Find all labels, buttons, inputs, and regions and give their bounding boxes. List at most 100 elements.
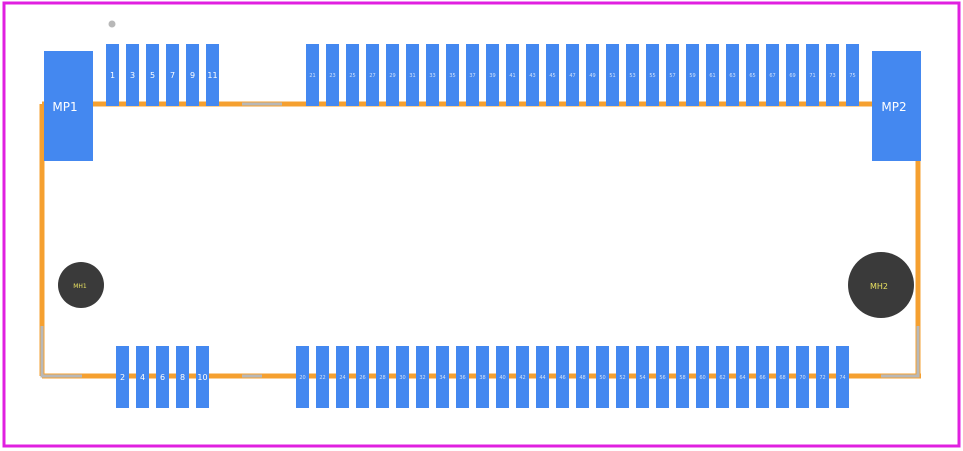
pad-74 xyxy=(836,346,849,408)
pad-label-24: 24 xyxy=(339,375,345,381)
mounting-pad-mp2-label: MP2 xyxy=(881,100,906,114)
pad-46 xyxy=(556,346,569,408)
pad-label-29: 29 xyxy=(389,73,395,79)
pad-label-53: 53 xyxy=(629,73,635,79)
pad-55 xyxy=(646,44,659,106)
pad-label-35: 35 xyxy=(449,73,455,79)
pad-45 xyxy=(546,44,559,106)
pad-label-39: 39 xyxy=(489,73,495,79)
pad-label-26: 26 xyxy=(359,375,365,381)
pad-62 xyxy=(716,346,729,408)
connector-outline xyxy=(39,101,921,379)
pad-label-58: 58 xyxy=(679,375,685,381)
pad-44 xyxy=(536,346,549,408)
pad-6 xyxy=(156,346,169,408)
pad-label-28: 28 xyxy=(379,375,385,381)
pad-24 xyxy=(336,346,349,408)
pad-70 xyxy=(796,346,809,408)
pad-label-9: 9 xyxy=(190,71,195,80)
silk-marks xyxy=(40,102,920,378)
pad-label-11: 11 xyxy=(207,71,217,80)
pin1-marker xyxy=(108,20,116,28)
pad-60 xyxy=(696,346,709,408)
pad-34 xyxy=(436,346,449,408)
pad-label-10: 10 xyxy=(197,373,207,382)
mounting-hole-mh1-label: MH1 xyxy=(73,283,87,290)
pad-label-73: 73 xyxy=(829,73,835,79)
pad-label-55: 55 xyxy=(649,73,655,79)
pad-label-3: 3 xyxy=(130,71,135,80)
top-pin-group-left: 1 3 5 7 9 11 xyxy=(106,44,219,106)
pad-72 xyxy=(816,346,829,408)
pad-3 xyxy=(126,44,139,106)
pad-label-5: 5 xyxy=(150,71,155,80)
pad-5 xyxy=(146,44,159,106)
pad-42 xyxy=(516,346,529,408)
pad-label-27: 27 xyxy=(369,73,375,79)
pad-label-74: 74 xyxy=(839,375,845,381)
pad-69 xyxy=(786,44,799,106)
pad-label-48: 48 xyxy=(579,375,585,381)
pad-63 xyxy=(726,44,739,106)
pad-label-45: 45 xyxy=(549,73,555,79)
pad-label-62: 62 xyxy=(719,375,725,381)
pad-73 xyxy=(826,44,839,106)
pad-label-51: 51 xyxy=(609,73,615,79)
pad-label-43: 43 xyxy=(529,73,535,79)
pad-43 xyxy=(526,44,539,106)
pad-label-68: 68 xyxy=(779,375,785,381)
pad-71 xyxy=(806,44,819,106)
pad-label-56: 56 xyxy=(659,375,665,381)
pad-36 xyxy=(456,346,469,408)
pad-label-4: 4 xyxy=(140,373,145,382)
pad-26 xyxy=(356,346,369,408)
pad-label-69: 69 xyxy=(789,73,795,79)
pad-64 xyxy=(736,346,749,408)
pad-39 xyxy=(486,44,499,106)
pad-label-40: 40 xyxy=(499,375,505,381)
pad-label-8: 8 xyxy=(180,373,185,382)
pad-54 xyxy=(636,346,649,408)
pad-label-7: 7 xyxy=(170,71,175,80)
pad-label-75: 75 xyxy=(849,73,855,79)
pad-32 xyxy=(416,346,429,408)
pad-10 xyxy=(196,346,209,408)
pad-33 xyxy=(426,44,439,106)
pad-label-65: 65 xyxy=(749,73,755,79)
pad-label-57: 57 xyxy=(669,73,675,79)
mounting-pad-mp1 xyxy=(44,51,93,161)
pad-58 xyxy=(676,346,689,408)
pad-label-52: 52 xyxy=(619,375,625,381)
pad-21 xyxy=(306,44,319,106)
pad-label-47: 47 xyxy=(569,73,575,79)
pad-31 xyxy=(406,44,419,106)
pad-66 xyxy=(756,346,769,408)
pad-50 xyxy=(596,346,609,408)
pad-label-66: 66 xyxy=(759,375,765,381)
pad-label-21: 21 xyxy=(309,73,315,79)
pad-label-6: 6 xyxy=(160,373,165,382)
pad-2 xyxy=(116,346,129,408)
pad-53 xyxy=(626,44,639,106)
pad-label-46: 46 xyxy=(559,375,565,381)
pad-label-70: 70 xyxy=(799,375,805,381)
pad-47 xyxy=(566,44,579,106)
pad-37 xyxy=(466,44,479,106)
pad-75 xyxy=(846,44,859,106)
pad-label-1: 1 xyxy=(110,71,115,80)
pad-label-49: 49 xyxy=(589,73,595,79)
mounting-hole-mh2-label: MH2 xyxy=(870,282,888,291)
pad-label-44: 44 xyxy=(539,375,545,381)
pad-30 xyxy=(396,346,409,408)
pad-38 xyxy=(476,346,489,408)
pad-65 xyxy=(746,44,759,106)
pad-label-50: 50 xyxy=(599,375,605,381)
pad-61 xyxy=(706,44,719,106)
pad-label-63: 63 xyxy=(729,73,735,79)
pad-label-23: 23 xyxy=(329,73,335,79)
pad-23 xyxy=(326,44,339,106)
pad-label-37: 37 xyxy=(469,73,475,79)
mounting-hole-mh2 xyxy=(848,252,914,318)
pad-label-42: 42 xyxy=(519,375,525,381)
